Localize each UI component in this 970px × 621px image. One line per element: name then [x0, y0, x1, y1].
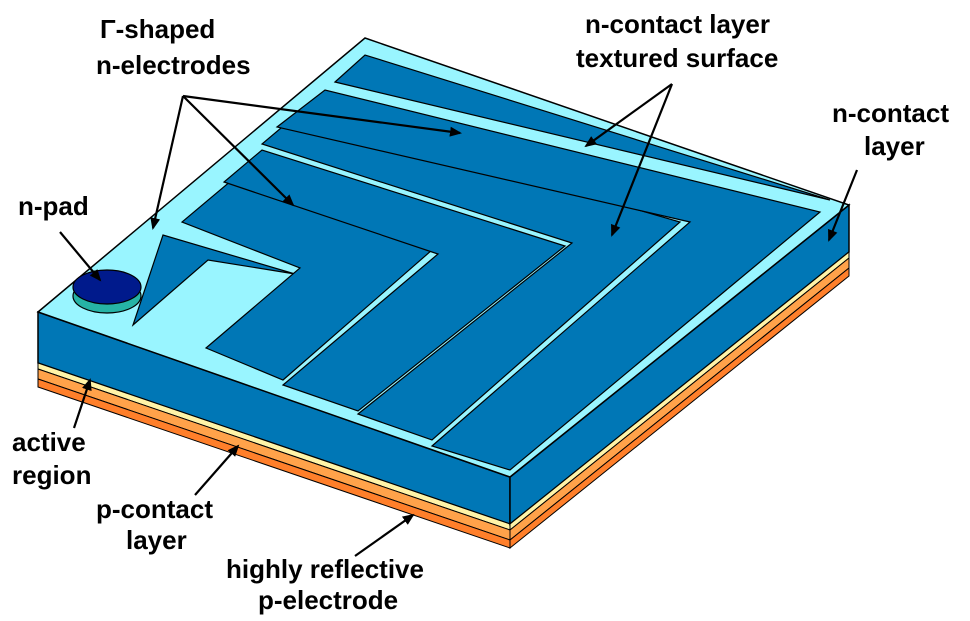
label-p-contact-line2: layer	[126, 525, 187, 555]
label-active-line2: region	[12, 460, 91, 490]
label-textured-line2: textured surface	[576, 43, 778, 73]
label-n-contact-line2: layer	[864, 131, 925, 161]
label-active-line1: active	[12, 427, 86, 457]
label-p-contact-line1: p-contact	[96, 494, 213, 524]
label-gamma-line2: n-electrodes	[96, 50, 251, 80]
chip	[36, 37, 851, 550]
textured-region	[333, 54, 831, 201]
callout-arrows	[59, 83, 859, 557]
arrow-textured-1	[584, 83, 673, 148]
textured-surface-regions	[131, 54, 831, 471]
arrow-n-pad	[59, 231, 102, 282]
textured-region	[222, 149, 567, 412]
arrow-p-electrode	[354, 513, 415, 557]
labels: Γ-shaped n-electrodes n-contact layer te…	[12, 9, 949, 615]
n-pad-top	[72, 269, 142, 305]
arrow-gamma-3	[182, 94, 462, 137]
arrow-textured-2	[610, 83, 674, 237]
arrow-gamma-2	[182, 95, 295, 207]
label-n-contact-line1: n-contact	[832, 98, 949, 128]
arrow-gamma-1	[150, 95, 185, 230]
arrow-n-contact-layer	[827, 169, 859, 242]
right-p-electrode	[509, 266, 850, 550]
label-gamma-line1: Γ-shaped	[100, 14, 215, 44]
label-p-electrode-line1: highly reflective	[226, 554, 424, 584]
textured-region	[275, 89, 822, 471]
arrow-active-region	[72, 378, 92, 429]
label-p-electrode-line2: p-electrode	[258, 585, 398, 615]
arrow-p-contact-layer	[194, 444, 240, 496]
n-pad	[72, 269, 142, 314]
label-textured-line1: n-contact layer	[585, 9, 770, 39]
label-n-pad: n-pad	[18, 191, 89, 221]
